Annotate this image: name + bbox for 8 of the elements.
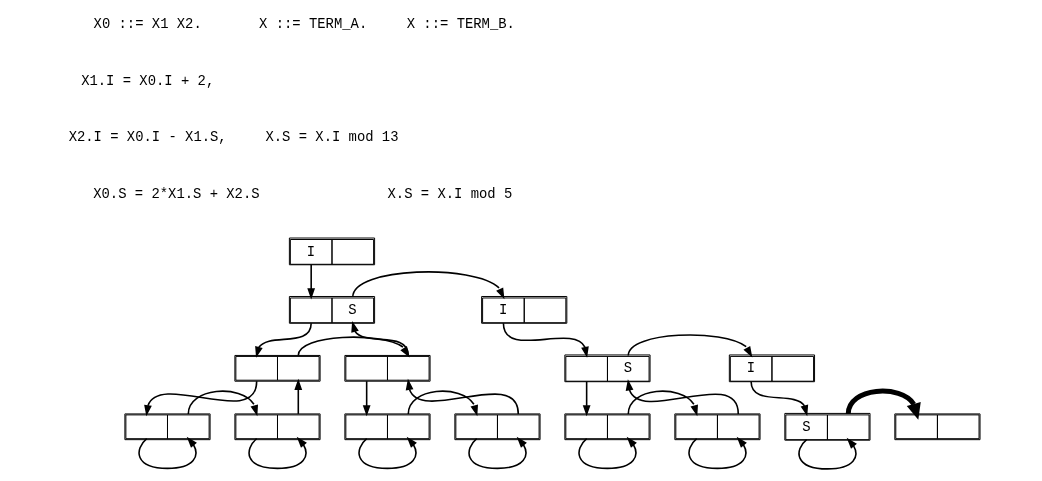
label: X2.I = X0.I - X1.S, — [68, 129, 227, 146]
label: X ::= TERM_A. — [259, 16, 368, 33]
label: X.S = X.I mod 5 — [387, 185, 513, 202]
label: X0.S = 2*X1.S + X2.S — [93, 185, 260, 202]
label: X ::= TERM_B. — [406, 16, 515, 33]
label: X.S = X.I mod 13 — [265, 129, 399, 146]
label: X1.I = X0.I + 2, — [81, 72, 215, 89]
label: X0 ::= X1 X2. — [93, 16, 202, 33]
